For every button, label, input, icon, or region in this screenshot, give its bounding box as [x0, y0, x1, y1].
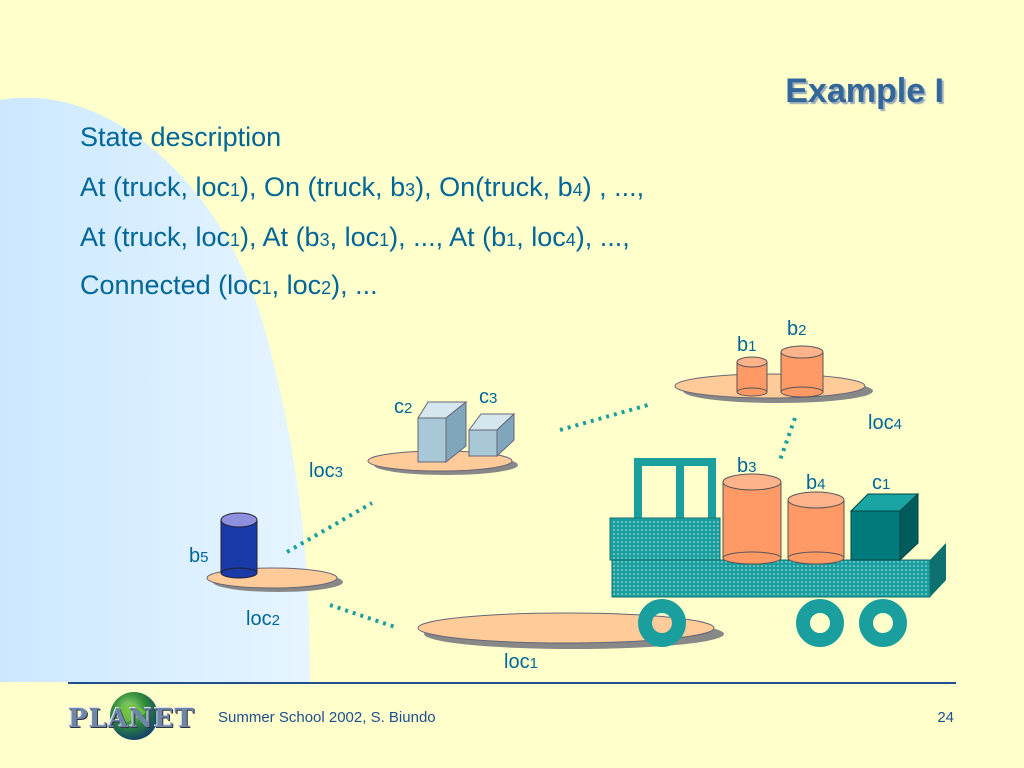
label-index: 4 [893, 416, 902, 433]
subscript: 1 [506, 230, 517, 250]
platform-loc4 [674, 373, 873, 403]
label-index: 4 [817, 476, 826, 493]
label-base: b [189, 545, 201, 567]
label-c2: c2 [394, 396, 412, 419]
box-b4 [787, 491, 845, 565]
label-c3: c3 [479, 386, 497, 409]
subscript: 4 [572, 180, 583, 200]
truck-wheels [638, 599, 907, 647]
logo-text: PLANET [68, 704, 195, 734]
connection-loc2-loc1 [329, 603, 399, 630]
label-base: c [479, 386, 489, 408]
body-line-1: State description [80, 124, 281, 151]
text-segment: At (truck, loc [80, 222, 231, 252]
subscript: 1 [230, 230, 241, 250]
label-base: loc [504, 651, 530, 673]
label-base: loc [868, 412, 894, 434]
box-c3 [468, 412, 516, 458]
subscript: 3 [405, 180, 416, 200]
text-segment: State description [80, 122, 282, 152]
text-segment: ), On (truck, b [240, 172, 406, 202]
label-b2: b2 [787, 318, 806, 341]
label-base: b [806, 472, 818, 494]
connection-loc3-loc4 [559, 403, 649, 432]
label-base: b [737, 455, 749, 477]
label-c1: c1 [872, 472, 890, 495]
label-index: 3 [489, 390, 498, 407]
box-b2 [780, 345, 824, 398]
label-index: 3 [334, 464, 343, 481]
label-b3: b3 [737, 455, 756, 478]
globe-icon [110, 692, 158, 740]
text-segment: , loc [329, 222, 380, 252]
page-number: 24 [937, 709, 954, 726]
label-base: c [872, 472, 882, 494]
body-line-3: At (truck, loc1), At (b3, loc1), ..., At… [80, 224, 630, 251]
subscript: 1 [230, 180, 241, 200]
footer-text: Summer School 2002, S. Biundo [218, 709, 436, 726]
subscript: 3 [319, 230, 330, 250]
label-b4: b4 [806, 472, 825, 495]
label-b1: b1 [737, 334, 756, 357]
truck-cab [634, 458, 716, 526]
label-index: 1 [529, 655, 538, 672]
text-segment: ), ..., At (b [389, 222, 507, 252]
label-index: 2 [271, 612, 280, 629]
label-index: 5 [200, 549, 209, 566]
subscript: 2 [321, 278, 332, 298]
text-segment: , loc [271, 270, 322, 300]
label-base: loc [309, 460, 335, 482]
box-c1 [849, 492, 920, 562]
footer-divider [68, 682, 956, 684]
text-segment: , loc [516, 222, 566, 252]
label-b5: b5 [189, 545, 208, 568]
label-index: 3 [748, 459, 757, 476]
text-segment: ), ..., [575, 222, 630, 252]
box-b3 [722, 473, 782, 565]
label-base: c [394, 396, 404, 418]
planet-logo: PLANET [68, 690, 218, 742]
label-index: 1 [882, 476, 891, 493]
text-segment: ), At (b [240, 222, 320, 252]
label-loc2: loc2 [246, 608, 280, 631]
connection-loc4-truck [778, 417, 797, 461]
text-segment: ) , ..., [582, 172, 645, 202]
label-index: 1 [748, 338, 757, 355]
body-line-2: At (truck, loc1), On (truck, b3), On(tru… [80, 174, 644, 201]
label-loc3: loc3 [309, 460, 343, 483]
label-base: b [787, 318, 799, 340]
label-index: 2 [798, 322, 807, 339]
text-segment: Connected (loc [80, 270, 262, 300]
subscript: 1 [261, 278, 272, 298]
truck [609, 458, 946, 647]
slide-title: Example I [785, 72, 944, 110]
label-base: b [737, 334, 749, 356]
label-loc4: loc4 [868, 412, 902, 435]
subscript: 4 [565, 230, 576, 250]
label-loc1: loc1 [504, 651, 538, 674]
connection-loc2-loc3 [286, 501, 373, 554]
subscript: 1 [379, 230, 390, 250]
box-b5 [220, 512, 258, 579]
box-b1 [736, 356, 768, 397]
box-c2 [417, 400, 468, 464]
body-line-4: Connected (loc1, loc2), ... [80, 272, 378, 299]
text-segment: At (truck, loc [80, 172, 231, 202]
label-base: loc [246, 608, 272, 630]
label-index: 2 [404, 400, 413, 417]
text-segment: ), On(truck, b [415, 172, 573, 202]
text-segment: ), ... [331, 270, 378, 300]
